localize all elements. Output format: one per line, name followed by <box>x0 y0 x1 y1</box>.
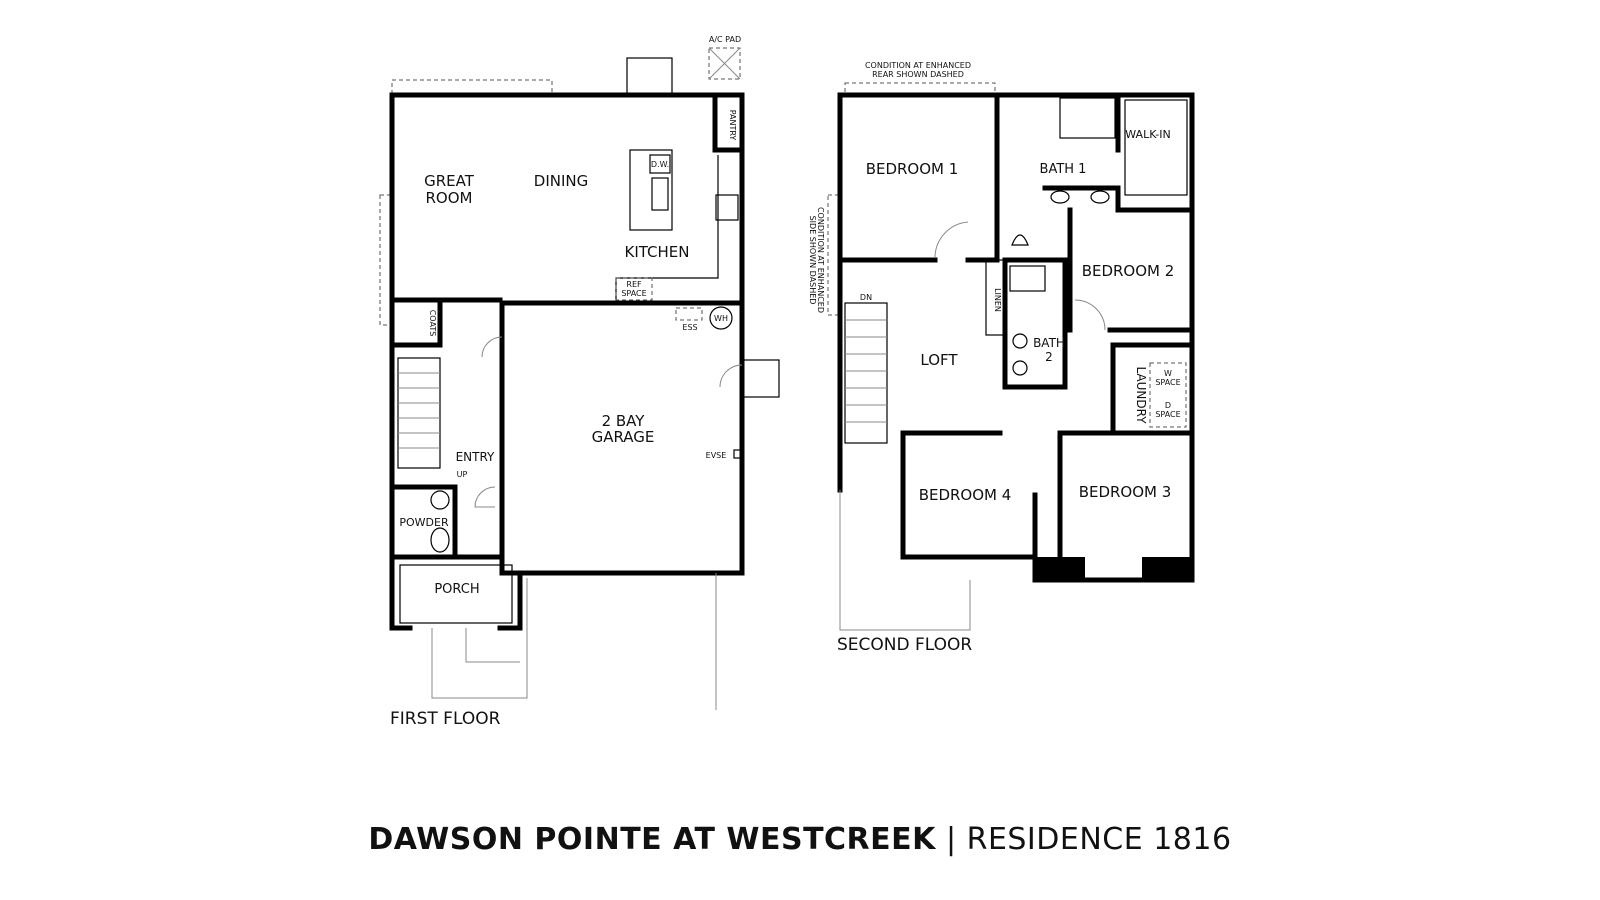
porch-wall <box>389 554 413 631</box>
dn-label: DN <box>860 293 872 302</box>
wall-block <box>1142 557 1192 580</box>
second-floor-caption: SECOND FLOOR <box>837 635 972 655</box>
bedroom1-label: BEDROOM 1 <box>866 160 959 178</box>
ess-label: ESS <box>682 323 697 332</box>
walkin-label: WALK-IN <box>1125 128 1170 141</box>
dining-label: DINING <box>534 172 588 190</box>
plan-title: DAWSON POINTE AT WESTCREEK | RESIDENCE 1… <box>0 822 1600 857</box>
linen <box>985 259 1006 336</box>
first-floor-plan: A/C PAD PANTRY D.W. REF SPACE ESS WH EVS… <box>379 35 780 729</box>
evse <box>733 449 742 459</box>
pantry-label: PANTRY <box>728 110 737 141</box>
residence-name: RESIDENCE 1816 <box>966 822 1232 857</box>
exterior-wall <box>837 92 1195 493</box>
stairs <box>397 357 441 469</box>
ref-label: REF <box>626 280 642 289</box>
ac-pad <box>708 47 741 80</box>
ref-space <box>615 277 653 301</box>
community-name: DAWSON POINTE AT WESTCREEK <box>368 822 936 857</box>
door-swing <box>1074 299 1106 331</box>
enhanced-outline <box>844 82 996 96</box>
bedroom3-label: BEDROOM 3 <box>1079 483 1172 501</box>
laundry-wall <box>1110 342 1195 436</box>
linen-label: LINEN <box>993 288 1002 312</box>
ac-pad-label: A/C PAD <box>709 35 741 44</box>
loft-label: LOFT <box>920 351 958 369</box>
w-space-label: W <box>1164 369 1172 378</box>
pantry-wall <box>712 92 745 153</box>
door-swing <box>474 486 496 508</box>
porch-outline <box>399 564 513 624</box>
kitchen-label: KITCHEN <box>625 243 690 261</box>
title-separator: | <box>935 822 967 857</box>
great-room-label: ROOM <box>426 189 473 207</box>
wall <box>1042 185 1121 213</box>
ess <box>675 307 703 321</box>
toilet <box>1011 234 1029 246</box>
porch-label: PORCH <box>434 582 479 597</box>
bath2-label: BATH <box>1033 336 1065 350</box>
service-door-landing <box>741 359 780 398</box>
wh-label: WH <box>714 314 728 323</box>
w-space-label: SPACE <box>1155 378 1180 387</box>
sink <box>1090 190 1110 204</box>
garage-label: GARAGE <box>592 428 655 446</box>
porch-wall <box>497 570 523 631</box>
walkway <box>465 628 520 663</box>
door-swing <box>719 364 743 388</box>
washer-dryer-space <box>1149 362 1187 428</box>
bedroom2-label: BEDROOM 2 <box>1082 262 1175 280</box>
door-swing <box>481 336 503 358</box>
rear-note: REAR SHOWN DASHED <box>872 70 964 79</box>
sink <box>651 177 669 211</box>
side-note: SIDE SHOWN DASHED <box>808 216 817 305</box>
side-note: CONDITION AT ENHANCED <box>816 207 825 313</box>
walkway <box>431 578 528 699</box>
garage-label: 2 BAY <box>602 412 646 430</box>
dishwasher-label: D.W. <box>651 160 669 169</box>
d-space-label: D <box>1165 401 1171 410</box>
door-swing <box>934 221 969 259</box>
bathtub <box>1009 265 1046 292</box>
walk-in-shelf <box>1124 99 1188 196</box>
sink <box>1012 360 1028 376</box>
great-room-label: GREAT <box>424 172 475 190</box>
entry-label: ENTRY <box>456 450 495 464</box>
evse-label: EVSE <box>706 451 727 460</box>
wall-block <box>1035 557 1085 580</box>
up-label: UP <box>457 470 468 479</box>
powder-sink <box>430 490 450 510</box>
stairs <box>844 302 888 444</box>
rear-note: CONDITION AT ENHANCED <box>865 61 971 70</box>
shower <box>1059 97 1116 139</box>
fireplace <box>626 57 673 96</box>
sink <box>1050 190 1070 204</box>
laundry-label: LAUNDRY <box>1134 366 1148 424</box>
second-floor-plan: CONDITION AT ENHANCED REAR SHOWN DASHED … <box>808 61 1195 655</box>
bedroom4-label: BEDROOM 4 <box>919 486 1012 504</box>
d-space-label: SPACE <box>1155 410 1180 419</box>
coats-label: COATS <box>428 310 437 337</box>
bath1-label: BATH 1 <box>1040 162 1087 177</box>
bath2-wall <box>1002 257 1068 390</box>
powder-label: POWDER <box>399 516 449 529</box>
range <box>715 194 739 221</box>
sink <box>1012 333 1028 349</box>
kitchen-island <box>629 149 673 231</box>
exterior-wall <box>389 92 745 576</box>
powder-toilet <box>430 527 450 553</box>
roof-below <box>839 490 971 631</box>
ref-label: SPACE <box>621 289 646 298</box>
bath2-label: 2 <box>1045 350 1053 364</box>
water-heater <box>709 306 733 330</box>
first-floor-caption: FIRST FLOOR <box>390 709 501 729</box>
